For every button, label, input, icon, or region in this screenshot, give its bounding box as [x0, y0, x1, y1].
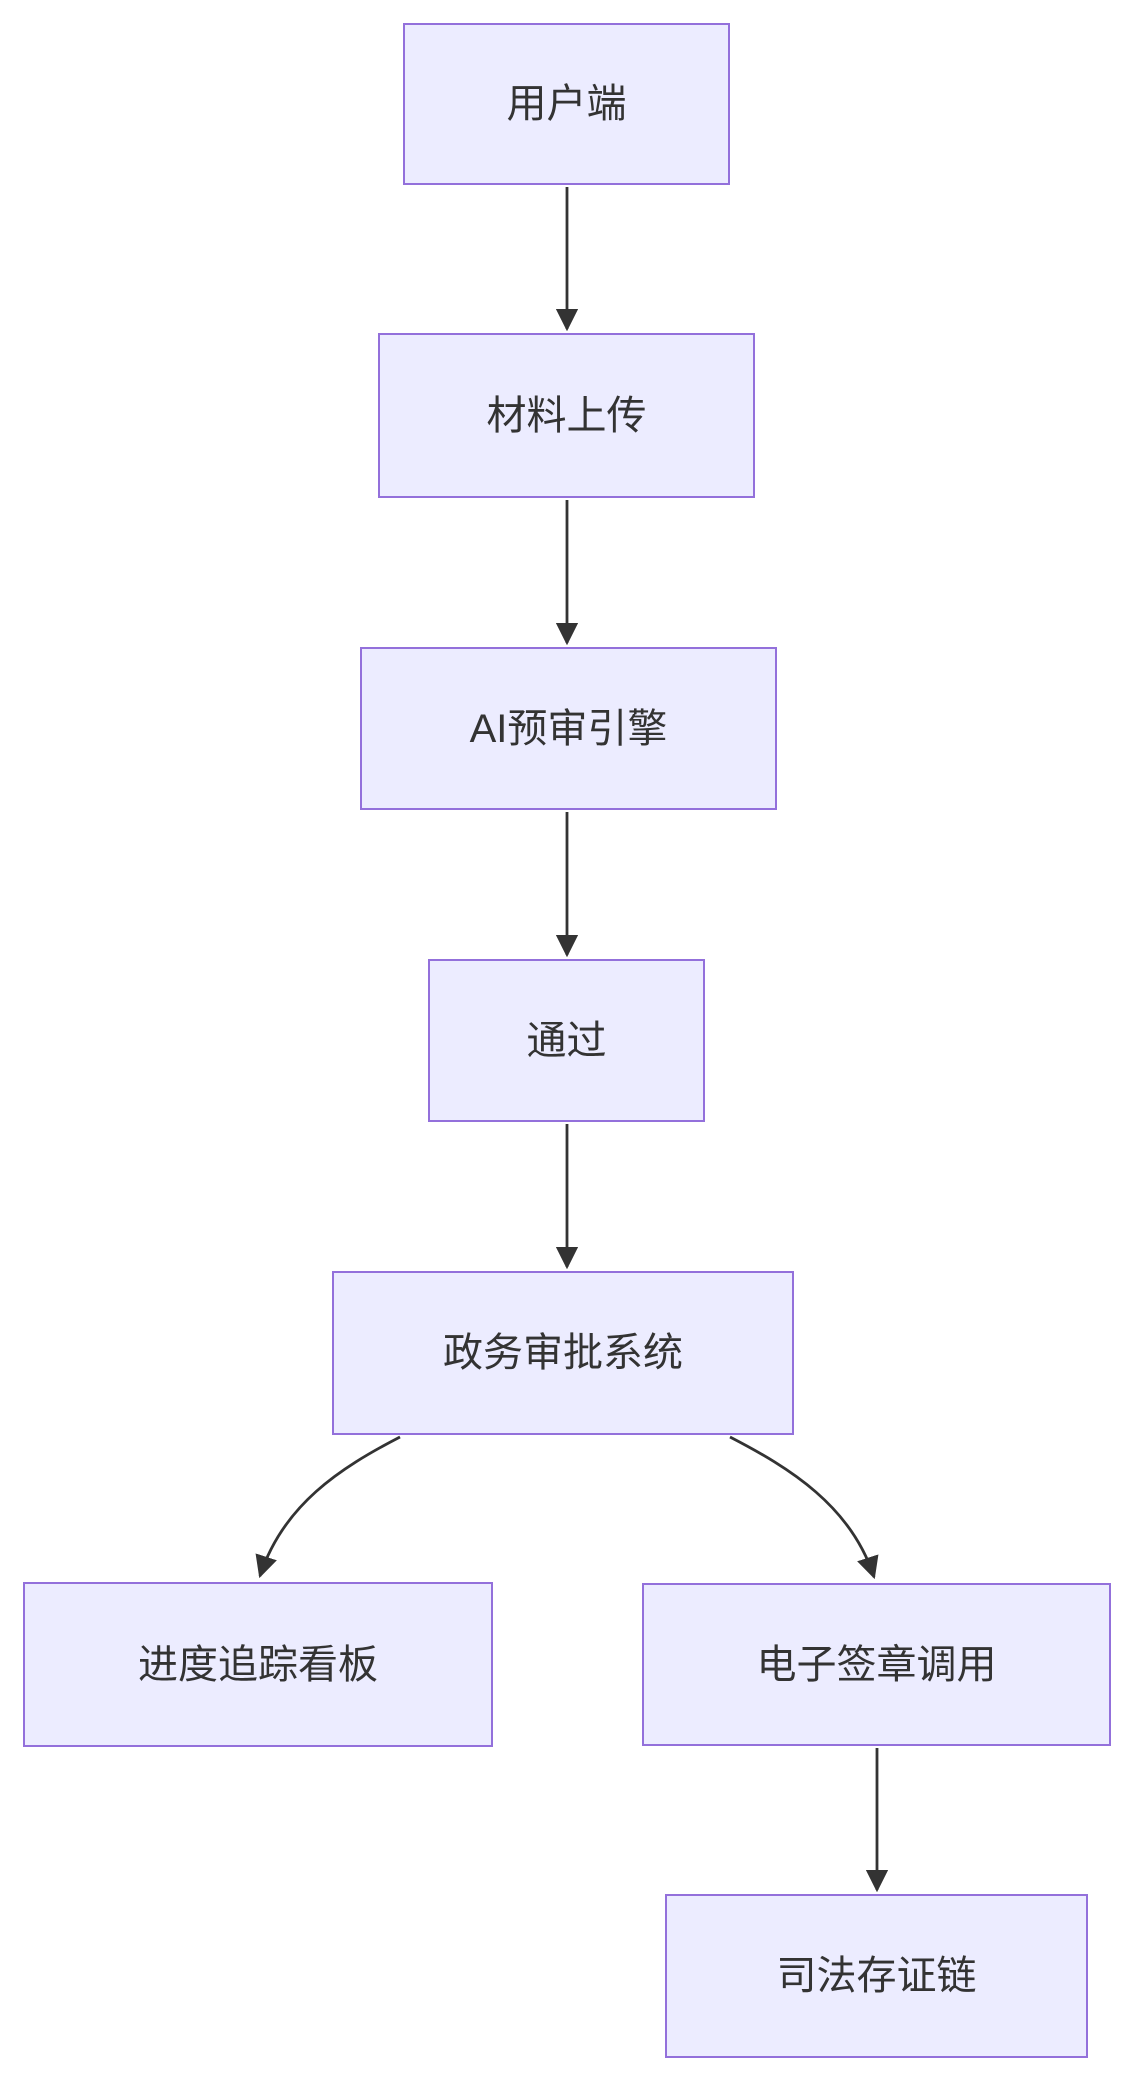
node-label-ai-engine: AI预审引擎: [469, 706, 668, 751]
node-label-user: 用户端: [506, 82, 627, 126]
flowchart-node-progress-board: 进度追踪看板: [23, 1582, 493, 1747]
edge-gov-to-esign: [729, 1435, 879, 1580]
node-label-upload: 材料上传: [486, 393, 647, 438]
node-label-judicial-chain: 司法存证链: [776, 1954, 977, 1998]
node-label-esignature: 电子签章调用: [756, 1642, 997, 1687]
flowchart-node-gov-approval: 政务审批系统: [332, 1271, 794, 1435]
flowchart-node-ai-engine: AI预审引擎: [360, 647, 777, 810]
node-label-pass: 通过: [526, 1018, 607, 1063]
flowchart-node-pass: 通过: [428, 959, 705, 1122]
node-label-progress-board: 进度追踪看板: [138, 1642, 378, 1687]
flowchart-node-upload: 材料上传: [378, 333, 755, 498]
flowchart-node-esignature: 电子签章调用: [642, 1583, 1111, 1746]
flowchart-node-user: 用户端: [403, 23, 730, 185]
node-label-gov-approval: 政务审批系统: [443, 1331, 683, 1375]
edge-gov-to-progress: [255, 1435, 401, 1579]
flowchart-node-judicial-chain: 司法存证链: [665, 1894, 1088, 2058]
